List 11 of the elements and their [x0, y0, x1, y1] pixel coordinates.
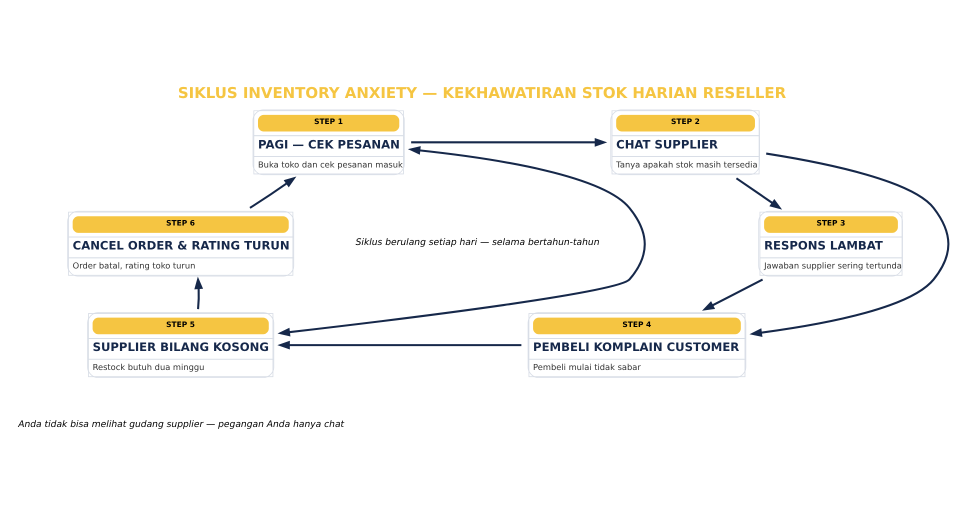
- arrow: [702, 278, 764, 311]
- arrow: [249, 176, 296, 209]
- diagram-title: SIKLUS INVENTORY ANXIETY — KEKHAWATIRAN STOK HARIAN RESELLER: [178, 84, 786, 102]
- arrow: [277, 340, 522, 350]
- arrow: [736, 177, 782, 210]
- arrow: [411, 138, 608, 147]
- arrow: [194, 276, 204, 310]
- label: Siklus berulang setiap hari — selama bertahun-tahun: [356, 238, 600, 248]
- caption: Anda tidak bisa melihat gudang supplier — pegangan Anda hanya chat: [18, 420, 344, 430]
- arrow: [278, 146, 646, 336]
- arrow: [749, 152, 950, 337]
